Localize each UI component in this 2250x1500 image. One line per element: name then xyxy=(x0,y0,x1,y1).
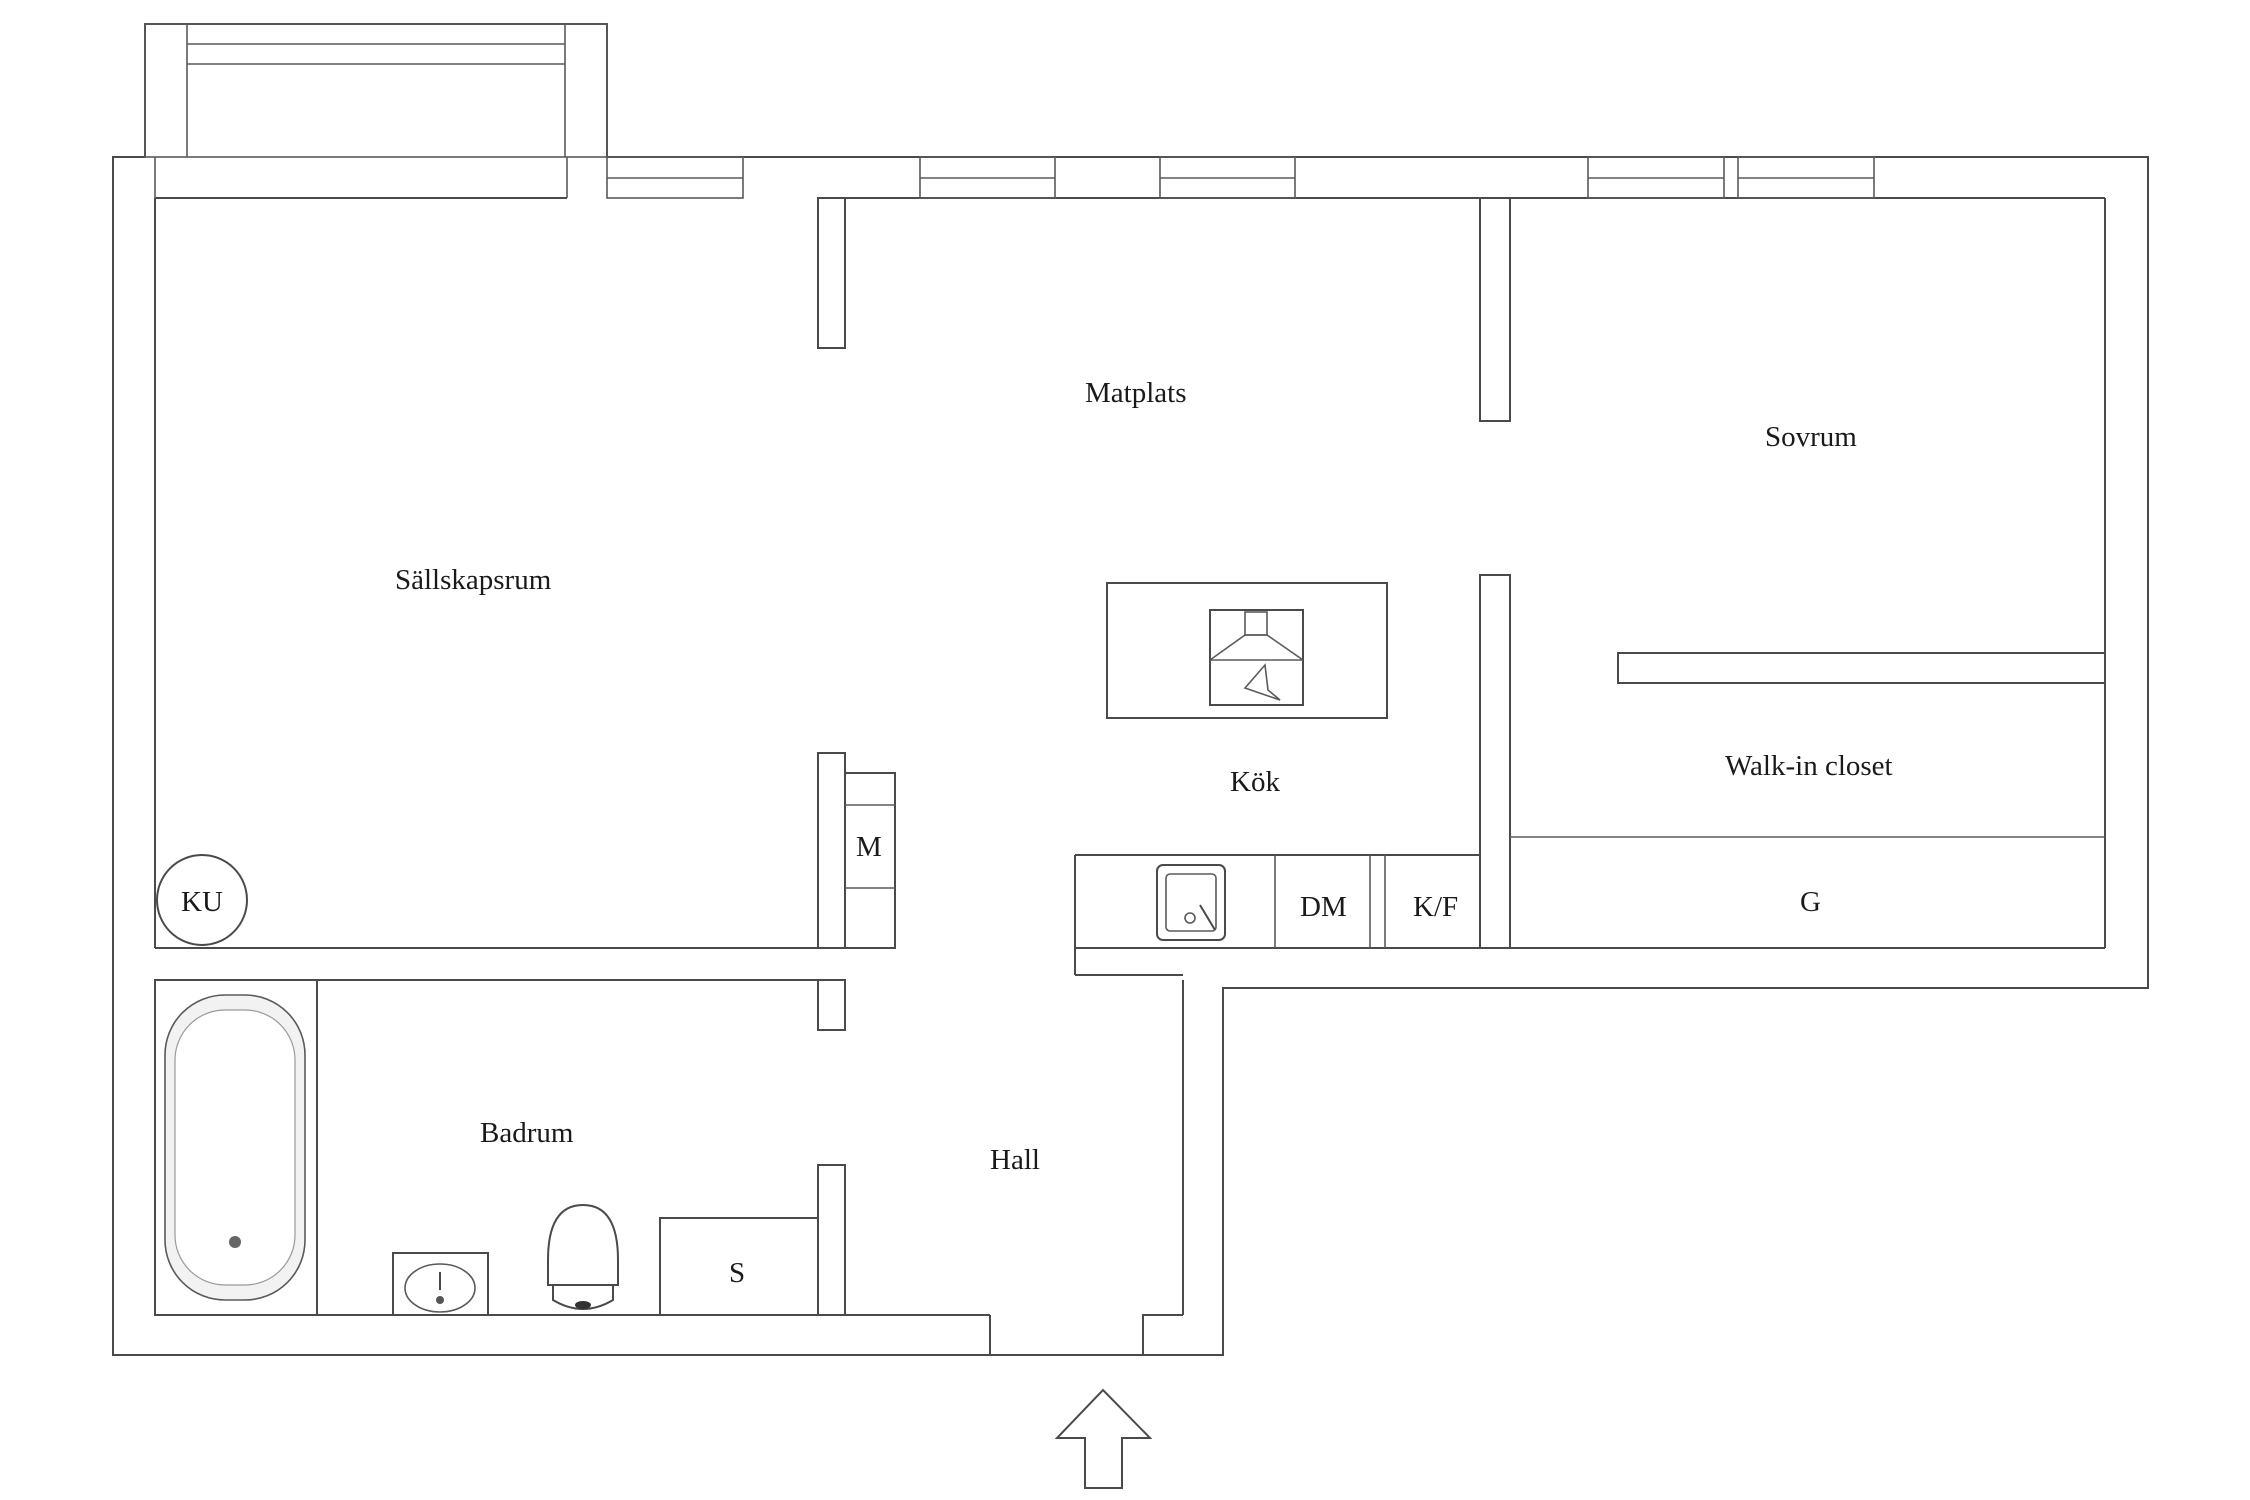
ku-unit xyxy=(156,854,248,946)
stove-icon xyxy=(1209,609,1304,706)
kitchen-island xyxy=(1106,582,1388,719)
balcony-bay xyxy=(144,23,608,198)
windows xyxy=(606,156,1875,199)
fixture-label-dm: DM xyxy=(1300,891,1347,923)
fixture-label-s: S xyxy=(729,1257,745,1289)
interior-walls xyxy=(659,197,2106,1316)
room-label-kitchen: Kök xyxy=(1230,766,1280,798)
room-label-bedroom: Sovrum xyxy=(1765,421,1857,453)
toilet-icon xyxy=(547,1203,619,1310)
room-label-dining: Matplats xyxy=(1085,377,1187,409)
fixture-label-kf: K/F xyxy=(1413,891,1458,923)
room-label-bathroom: Badrum xyxy=(480,1117,574,1149)
arrow-up-icon xyxy=(1054,1388,1153,1489)
fixture-label-ku: KU xyxy=(181,886,223,918)
fixture-label-g: G xyxy=(1800,886,1821,918)
bathtub-icon xyxy=(154,979,318,1316)
room-label-walk-in-closet: Walk-in closet xyxy=(1725,750,1893,782)
room-label-living: Sällskapsrum xyxy=(395,564,552,596)
washbasin-icon xyxy=(392,1252,489,1316)
fixture-label-m: M xyxy=(856,831,882,863)
room-label-hall: Hall xyxy=(990,1144,1040,1176)
sink-icon xyxy=(1156,864,1226,941)
